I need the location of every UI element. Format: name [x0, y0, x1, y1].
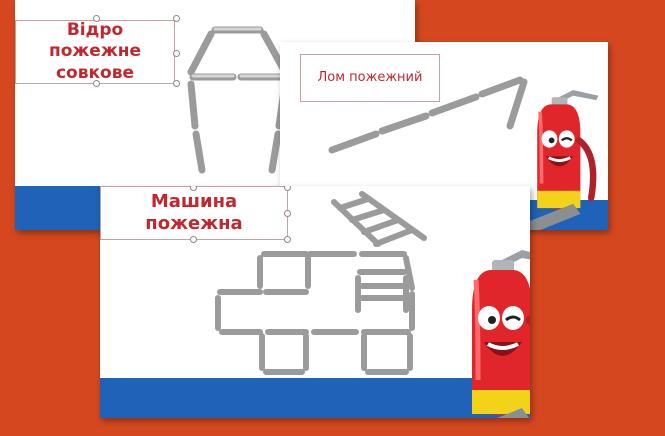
- crowbar-matchstick-figure: [328, 76, 528, 154]
- match-stick: [378, 112, 430, 135]
- crowbar-label[interactable]: Лом пожежний: [300, 54, 440, 102]
- truck-matchstick-figure: [215, 191, 427, 375]
- match-stick: [428, 93, 480, 117]
- match-stick: [192, 130, 206, 174]
- fire-extinguisher-mascot-icon: [472, 250, 530, 418]
- slide-footer-band: [100, 378, 530, 418]
- match-stick: [268, 130, 282, 174]
- fire-extinguisher-mascot-icon: [513, 90, 599, 230]
- bucket-label[interactable]: Відро пожежне совкове: [15, 20, 175, 84]
- match-stick: [506, 78, 528, 130]
- match-stick: [187, 80, 199, 130]
- match-stick: [328, 130, 380, 154]
- match-stick: [478, 76, 524, 98]
- match-stick: [187, 30, 215, 76]
- match-stick: [403, 255, 415, 291]
- truck-label[interactable]: Машина пожежна: [100, 186, 288, 240]
- slide-truck: Машина пожежна: [100, 186, 530, 418]
